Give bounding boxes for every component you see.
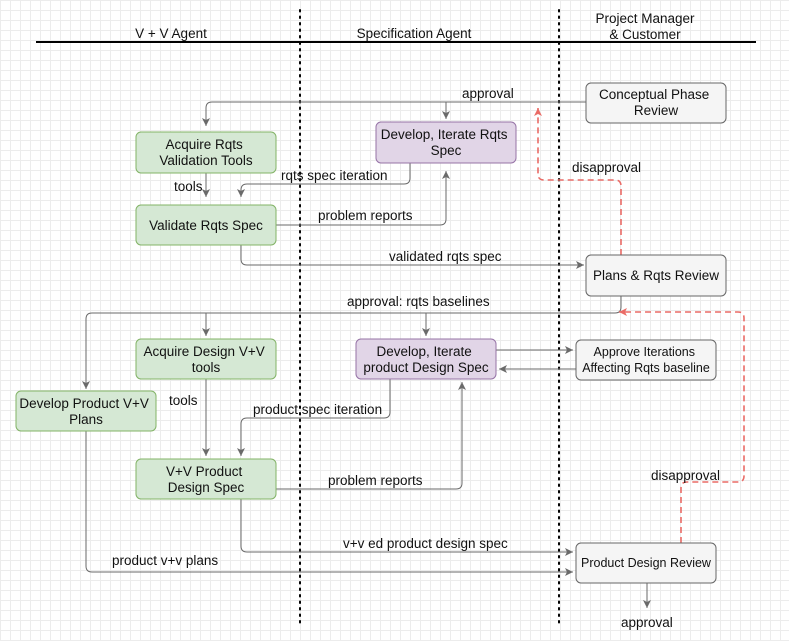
- edge-label-rqts-spec-iteration: rqts spec iteration: [281, 168, 388, 183]
- svg-text:Plans & Rqts Review: Plans & Rqts Review: [593, 268, 719, 283]
- node-develop-rqts-spec[interactable]: Develop, Iterate Rqts Spec: [375, 121, 517, 164]
- edge-label-approval-baselines: approval: rqts baselines: [347, 294, 490, 309]
- node-vv-product-design-spec-line2: Design Spec: [168, 480, 245, 495]
- node-vv-product-design-spec[interactable]: V+V Product Design Spec: [135, 458, 277, 500]
- edge-label-vved-design-spec: v+v ed product design spec: [343, 536, 508, 551]
- node-approve-iterations[interactable]: Approve Iterations Affecting Rqts baseli…: [575, 339, 717, 381]
- node-develop-product-spec-line2: product Design Spec: [363, 360, 489, 375]
- lane-headers: V + V Agent Specification Agent Project …: [36, 9, 756, 626]
- svg-text:Acquire Rqts Validatio: Acquire Rqts Validation Tools: [159, 137, 253, 168]
- edge-validated-rqts-spec: [240, 245, 584, 269]
- node-acquire-design-tools[interactable]: Acquire Design V+V tools: [135, 338, 277, 380]
- svg-text:Acquire Design V+V too: Acquire Design V+V tools: [144, 344, 269, 375]
- node-develop-product-spec-line1: Develop, Iterate: [376, 344, 471, 359]
- node-develop-rqts-spec-line1: Develop, Iterate Rqts: [381, 127, 508, 142]
- svg-text:Develop Product V+V Pl: Develop Product V+V Plans: [19, 396, 152, 427]
- edge-label-disapproval-top: disapproval: [572, 160, 641, 175]
- nodes: Acquire Rqts Validation Tools Develop, I…: [15, 82, 727, 584]
- node-acquire-design-tools-line1: Acquire Design V+V: [144, 344, 265, 359]
- svg-text:Validate Rqts Spec: Validate Rqts Spec: [149, 218, 263, 233]
- node-develop-product-spec[interactable]: Develop, Iterate product Design Spec: [355, 338, 497, 380]
- node-develop-vv-plans-line1: Develop Product V+V: [19, 396, 148, 411]
- edge-label-problem-reports-1: problem reports: [318, 208, 413, 223]
- node-approve-iterations-line1: Approve Iterations: [594, 345, 695, 359]
- edge-label-tools-1: tools: [174, 179, 203, 194]
- edge-vved-design-spec: [240, 499, 573, 556]
- node-plans-rqts-review[interactable]: Plans & Rqts Review: [585, 254, 727, 297]
- node-conceptual-review-line2: Review: [634, 103, 679, 118]
- edge-approval-to-acquire-tools: [202, 101, 586, 126]
- edge-label-product-spec-iteration: product spec iteration: [253, 402, 382, 417]
- lane-title-pm-line1: Project Manager: [595, 11, 695, 26]
- edge-problem-reports-2: [276, 382, 466, 490]
- edge-label-product-vv-plans: product v+v plans: [112, 553, 218, 568]
- node-product-design-review[interactable]: Product Design Review: [575, 542, 717, 584]
- edge-disapproval-bottom: [619, 308, 745, 543]
- node-conceptual-review[interactable]: Conceptual Phase Review: [585, 82, 727, 124]
- node-develop-rqts-spec-line2: Spec: [431, 143, 462, 158]
- node-product-design-review-line1: Product Design Review: [581, 556, 712, 570]
- edge-problem-reports-1: [276, 171, 450, 226]
- edge-label-tools-2: tools: [169, 393, 198, 408]
- edge-product-spec-iteration: [237, 379, 391, 456]
- node-approve-iterations-line2: Affecting Rqts baseline: [582, 361, 710, 375]
- node-conceptual-review-line1: Conceptual Phase: [599, 87, 709, 102]
- edges: approval disapproval tools rqts spec ite…: [82, 86, 745, 630]
- node-validate-rqts-spec-line1: Validate Rqts Spec: [149, 218, 263, 233]
- node-plans-rqts-review-line1: Plans & Rqts Review: [593, 268, 719, 283]
- node-acquire-design-tools-line2: tools: [192, 360, 221, 375]
- node-develop-vv-plans-line2: Plans: [69, 412, 103, 427]
- node-acquire-rqts-tools[interactable]: Acquire Rqts Validation Tools: [135, 131, 277, 174]
- edge-label-validated-rqts-spec: validated rqts spec: [389, 249, 502, 264]
- edge-label-approval-final: approval: [621, 615, 673, 630]
- svg-text:Product Design Review: Product Design Review: [581, 556, 712, 570]
- node-develop-vv-plans[interactable]: Develop Product V+V Plans: [15, 390, 157, 432]
- svg-text:Develop, Iterate Rqts: Develop, Iterate Rqts Spec: [381, 127, 512, 158]
- lane-title-vv: V + V Agent: [135, 26, 207, 41]
- node-validate-rqts-spec[interactable]: Validate Rqts Spec: [135, 204, 277, 246]
- lane-title-spec: Specification Agent: [357, 26, 472, 41]
- svg-text:Approve Iterations Aff: Approve Iterations Affecting Rqts baseli…: [582, 345, 710, 375]
- edge-label-disapproval-bottom: disapproval: [651, 468, 720, 483]
- edge-disapproval-top: [534, 108, 622, 255]
- node-vv-product-design-spec-line1: V+V Product: [166, 464, 242, 479]
- edge-label-approval: approval: [462, 86, 514, 101]
- edge-label-problem-reports-2: problem reports: [328, 473, 423, 488]
- edge-product-vv-plans: [85, 431, 573, 576]
- node-acquire-rqts-tools-line2: Validation Tools: [159, 153, 253, 168]
- svg-text:Develop, Iterate produ: Develop, Iterate product Design Spec: [363, 344, 489, 375]
- svg-text:V+V Product Design Spe: V+V Product Design Spec: [166, 464, 246, 495]
- svg-text:Conceptual Phase Revie: Conceptual Phase Review: [599, 87, 713, 118]
- node-acquire-rqts-tools-line1: Acquire Rqts: [165, 137, 243, 152]
- lane-title-pm-line2: & Customer: [609, 27, 681, 42]
- edge-rqts-spec-iteration: [237, 163, 411, 197]
